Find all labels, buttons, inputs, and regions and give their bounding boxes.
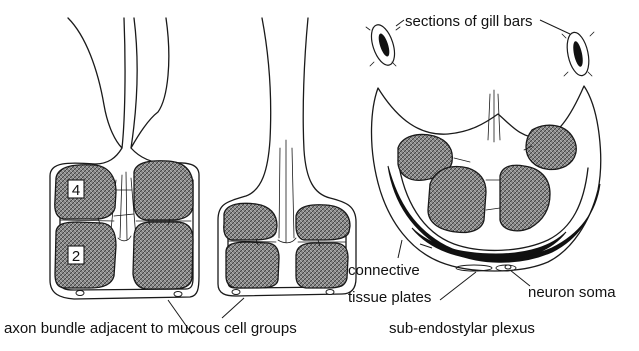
right-central-groove: [488, 90, 500, 142]
right-cell-inner-right: [500, 165, 550, 231]
label-connective-line1: connective: [348, 262, 420, 279]
left-cell-lower-right: [133, 222, 193, 289]
cell-number-2-text: 2: [72, 248, 80, 265]
right-cell-inner-left: [428, 167, 486, 233]
leader-neuron-soma: [510, 270, 530, 286]
cell-number-4-text: 4: [72, 182, 80, 199]
middle-mucous-dot: [326, 290, 334, 295]
leader-plexus: [440, 272, 476, 300]
gill-bar-section-left: [366, 22, 400, 68]
middle-central-groove: [278, 140, 296, 243]
left-cell-4: [55, 165, 116, 219]
label-axon-bundle: axon bundle adjacent to mucous cell grou…: [4, 320, 297, 337]
gill-bar-section-right: [562, 30, 594, 77]
leader-connective-outer: [398, 240, 402, 258]
left-central-groove: [118, 172, 131, 241]
right-section: [366, 22, 601, 271]
middle-cell-lower-left: [226, 242, 279, 288]
left-mucous-dot: [174, 292, 182, 297]
middle-cell-upper-left: [224, 203, 277, 240]
label-sections-of-gill-bars: sections of gill bars: [405, 13, 533, 30]
middle-cell-lower-right: [296, 243, 348, 288]
leader-gill-left: [396, 20, 404, 26]
left-mucous-dot: [76, 291, 84, 296]
neuron-soma-marker: [505, 265, 511, 269]
middle-cell-upper-right: [296, 205, 350, 240]
middle-mucous-dot: [232, 290, 240, 295]
leader-gill-right: [540, 20, 570, 34]
cell-number-2: 2: [68, 246, 84, 265]
label-sub-endostylar-plexus: sub-endostylar plexus: [389, 320, 535, 337]
right-cell-outer-right: [526, 125, 576, 169]
cell-number-4: 4: [68, 180, 84, 199]
middle-section: [218, 18, 356, 296]
label-neuron-soma: neuron soma: [528, 284, 616, 301]
left-cell-upper-right: [134, 161, 193, 220]
label-connective-line2: tissue plates: [348, 289, 431, 306]
left-cell-2: [55, 222, 116, 288]
leader-axon-right: [222, 298, 244, 318]
left-section: 4 2: [50, 18, 199, 299]
